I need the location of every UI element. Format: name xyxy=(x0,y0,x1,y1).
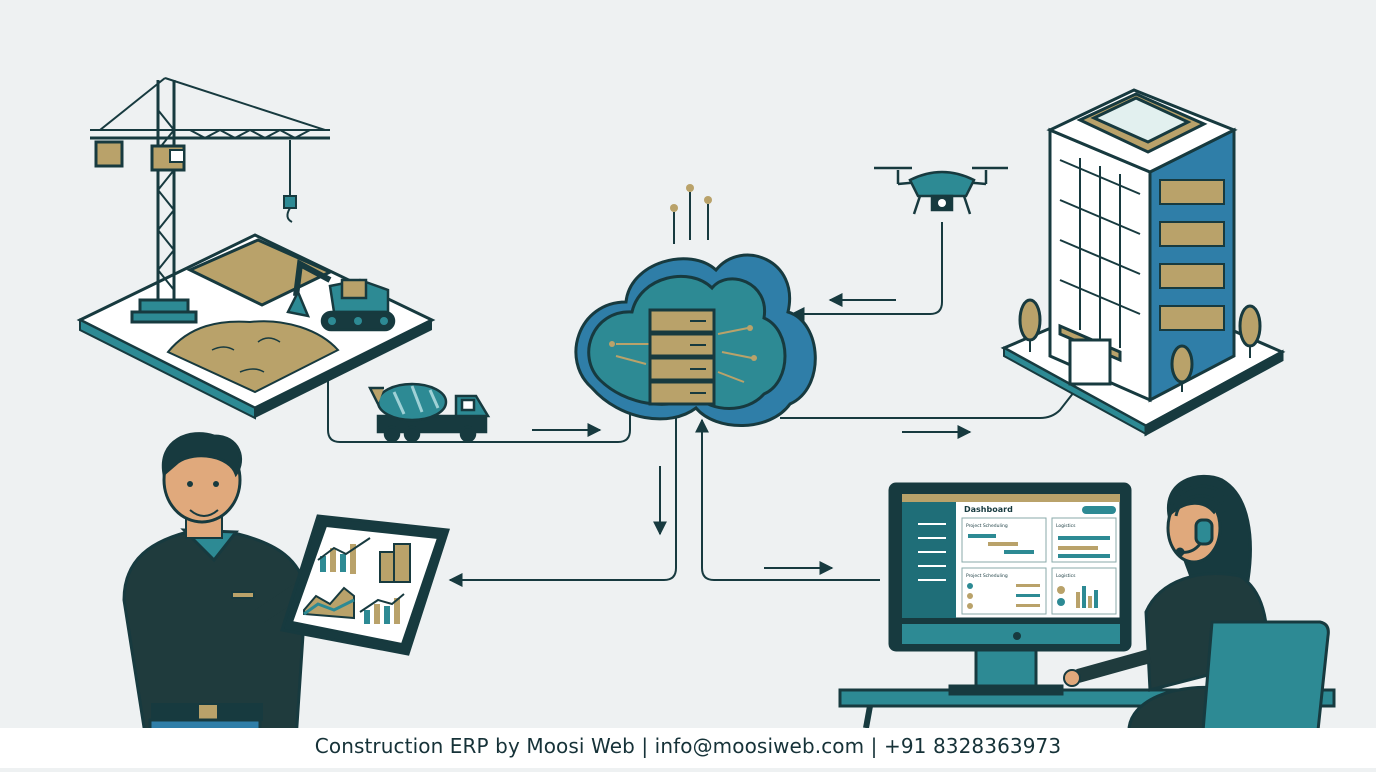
monitor-panel-label: Project Scheduling xyxy=(966,573,1008,579)
engineer-figure xyxy=(122,432,317,770)
footer-band xyxy=(0,728,1376,768)
footer-caption: Construction ERP by Moosi Web | info@moo… xyxy=(314,734,1062,758)
cloud-server-icon xyxy=(574,184,817,427)
cement-mixer-truck-icon xyxy=(367,382,491,443)
monitor-icon xyxy=(888,482,1132,652)
excavator-icon xyxy=(286,259,396,332)
office-building-icon xyxy=(1000,88,1286,437)
headset-icon xyxy=(1174,494,1226,557)
construction-site xyxy=(76,233,436,420)
monitor-title: Dashboard xyxy=(964,505,1013,514)
monitor-panel-label: Logistics xyxy=(1056,523,1076,529)
flow-connectors xyxy=(327,222,1075,587)
tower-crane-icon xyxy=(90,77,330,324)
tablet-icon xyxy=(280,514,450,656)
monitor-panel-label: Project Scheduling xyxy=(966,523,1008,529)
monitor-panel-label: Logistics xyxy=(1056,573,1076,579)
drone-icon xyxy=(874,166,1008,215)
